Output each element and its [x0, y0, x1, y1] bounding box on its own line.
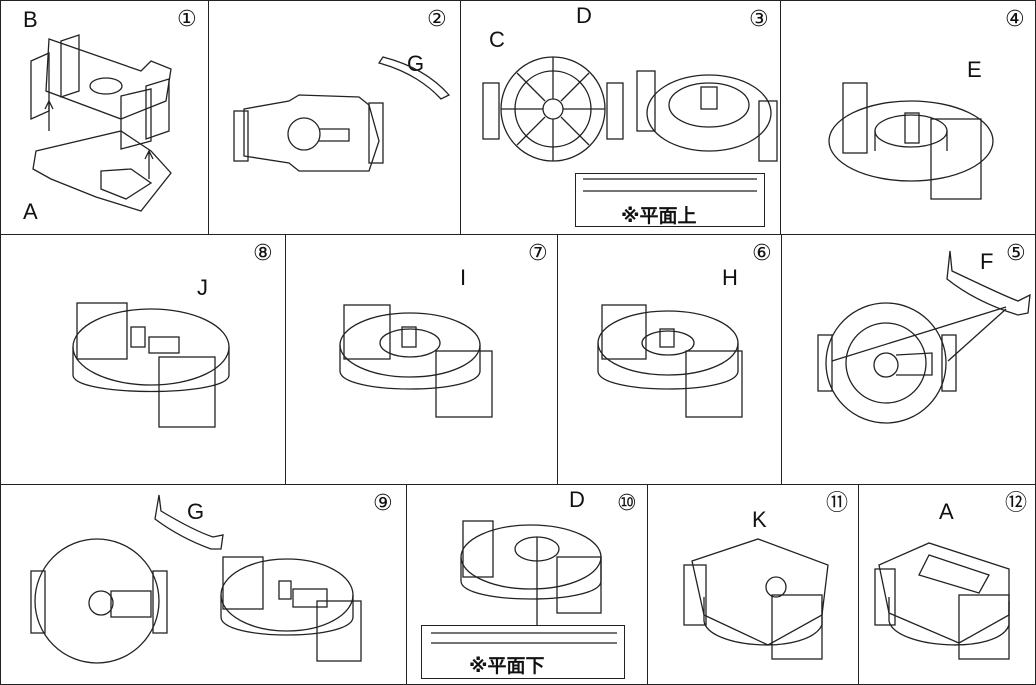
step-9-illustration	[30, 494, 362, 664]
part-label-e: E	[967, 57, 982, 82]
step-3-illustration	[482, 56, 778, 192]
plane-note: ※平面上	[621, 205, 697, 227]
step-number: ②	[427, 7, 447, 32]
step-number: ⑥	[752, 241, 772, 266]
step-number: ⑪	[826, 491, 849, 516]
part-label-i: I	[460, 265, 467, 290]
part-label-c: C	[489, 27, 505, 52]
step-11-panel: ⑪ K	[647, 484, 860, 685]
step-number: ⑫	[1005, 491, 1028, 516]
step-3-panel: ③ C D ※平面上	[460, 0, 782, 236]
step-2-illustration	[233, 56, 451, 172]
plane-note: ※平面下	[469, 655, 545, 677]
step-7-illustration	[339, 304, 493, 418]
step-9-panel: ⑨ G	[0, 484, 408, 685]
step-8-illustration	[72, 302, 230, 428]
step-5-illustration	[817, 250, 1031, 424]
step-10-panel: ⑩ D ※平面下	[406, 484, 649, 685]
step-number: ⑤	[1006, 241, 1026, 266]
part-label-k: K	[752, 507, 767, 532]
step-4-illustration	[828, 82, 994, 200]
step-7-panel: ⑦ I	[285, 234, 559, 486]
step-number: ⑨	[373, 491, 393, 516]
step-4-panel: ④ E	[780, 0, 1036, 236]
step-number: ⑧	[253, 241, 273, 266]
step-number: ①	[177, 7, 197, 32]
step-number: ⑩	[617, 491, 637, 516]
step-12-illustration	[874, 542, 1010, 660]
part-label-d: D	[569, 487, 585, 512]
plane-detail-box	[421, 625, 625, 679]
step-12-panel: ⑫ A	[858, 484, 1036, 685]
step-number: ④	[1005, 7, 1025, 32]
step-6-panel: ⑥ H	[557, 234, 783, 486]
step-1-illustration	[30, 34, 172, 212]
step-11-illustration	[683, 538, 829, 660]
step-8-panel: ⑧ J	[0, 234, 287, 486]
part-label-g: G	[407, 51, 425, 76]
part-label-h: H	[722, 265, 738, 290]
part-label-a: A	[939, 499, 954, 524]
step-10-illustration	[431, 520, 617, 644]
step-5-panel: ⑤ F	[781, 234, 1036, 486]
step-1-panel: ① B A	[0, 0, 210, 236]
plane-detail-box	[575, 173, 765, 227]
step-2-panel: ② G	[208, 0, 462, 236]
step-number: ③	[749, 7, 769, 32]
part-label-g: G	[187, 499, 205, 524]
step-6-illustration	[597, 304, 743, 418]
part-label-f: F	[980, 249, 994, 274]
part-label-b: B	[23, 7, 38, 32]
step-number: ⑦	[528, 241, 548, 266]
part-label-j: J	[197, 275, 208, 300]
part-label-a: A	[23, 199, 38, 224]
part-label-d: D	[576, 3, 592, 28]
